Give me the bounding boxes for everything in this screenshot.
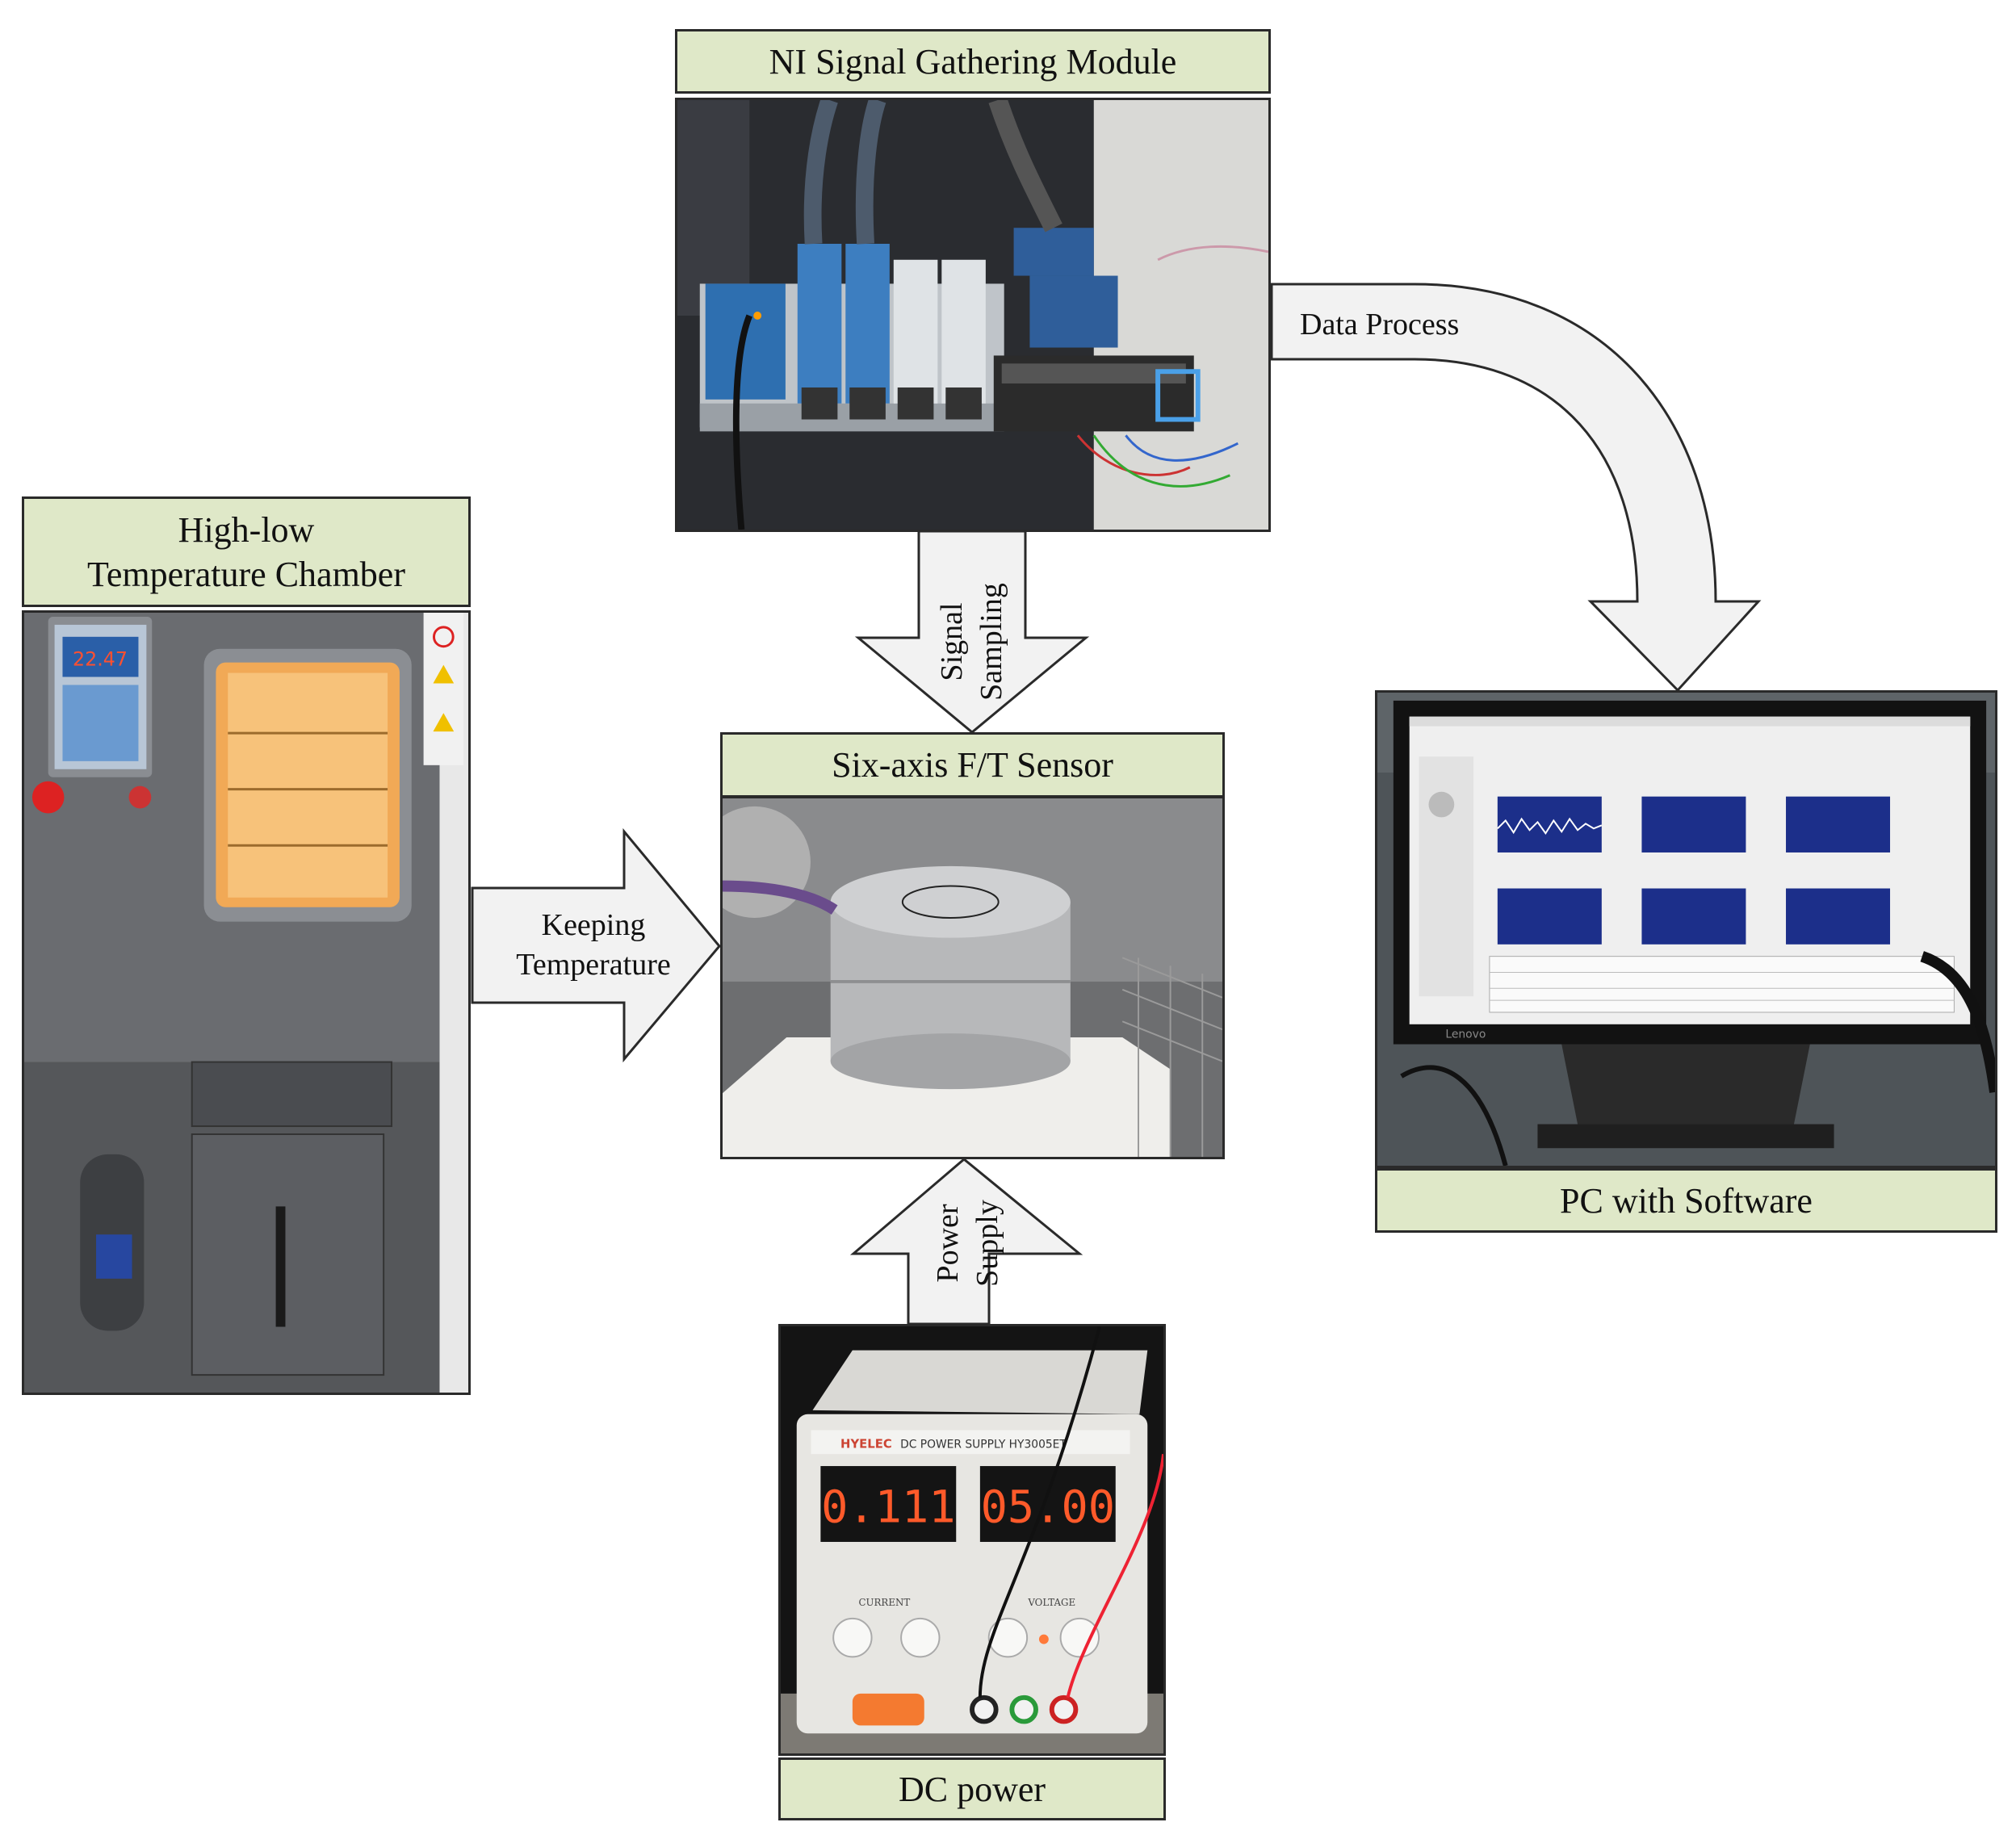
keeping-temperature-line2: Temperature: [516, 948, 671, 982]
chamber-photo: 22.47: [22, 610, 471, 1395]
keeping-temperature-arrow: [471, 827, 721, 1063]
dc-model: DC POWER SUPPLY HY3005ET: [900, 1438, 1067, 1451]
data-process-label: Data Process: [1300, 308, 1460, 341]
pc-brand: Lenovo: [1445, 1028, 1486, 1041]
sensor-label: Six-axis F/T Sensor: [720, 732, 1225, 798]
signal-sampling-label: Signal Sampling: [933, 541, 1013, 743]
dc-power-label: DC power: [778, 1757, 1166, 1820]
keeping-temperature-label: Keeping Temperature: [484, 906, 702, 986]
signal-sampling-arrow: [854, 530, 1090, 734]
dc-current-display: 0.111: [821, 1481, 955, 1533]
ni-module-label: NI Signal Gathering Module: [675, 29, 1271, 94]
signal-sampling-line2: Sampling: [974, 583, 1009, 701]
chamber-label: High-low Temperature Chamber: [22, 496, 471, 607]
power-supply-line2: Supply: [970, 1200, 1005, 1287]
chamber-display-reading: 22.47: [73, 648, 128, 671]
data-process-arrow: [1270, 283, 1762, 693]
chamber-label-line2: Temperature Chamber: [87, 554, 405, 594]
keeping-temperature-line1: Keeping: [541, 908, 646, 942]
sensor-photo: [720, 796, 1225, 1159]
power-supply-line1: Power: [931, 1204, 965, 1283]
dc-power-photo: HYELEC DC POWER SUPPLY HY3005ET 0.111 05…: [778, 1324, 1166, 1756]
pc-photo: Lenovo: [1375, 690, 1997, 1168]
dc-brand: HYELEC: [840, 1437, 892, 1451]
power-supply-label: Power Supply: [928, 1154, 1009, 1332]
signal-sampling-line1: Signal: [935, 602, 969, 681]
power-supply-arrow: [849, 1158, 1083, 1326]
chamber-label-line1: High-low: [178, 509, 315, 550]
pc-label: PC with Software: [1375, 1168, 1997, 1233]
dc-current-knob-label: CURRENT: [858, 1597, 910, 1608]
dc-voltage-knob-label: VOLTAGE: [1027, 1597, 1075, 1608]
ni-module-photo: [675, 98, 1271, 532]
